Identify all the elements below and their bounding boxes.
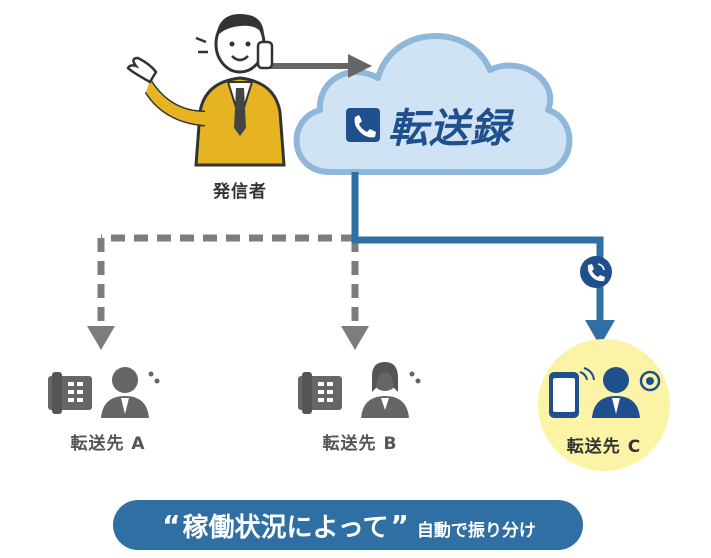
person-icon-c [592, 367, 640, 418]
phone-square-icon [346, 108, 380, 142]
brand-icon-space [344, 107, 380, 143]
desk-phone-icon-a [48, 372, 92, 414]
destination-c-label: 転送先 C [566, 437, 642, 457]
available-status-icon [639, 370, 661, 392]
route-active-line [351, 172, 604, 322]
brand-logo: 転送録 [344, 100, 511, 152]
banner-main-text: 稼働状況によって [182, 512, 389, 543]
route-inactive-lines [97, 234, 359, 328]
person-icon-b [361, 362, 421, 418]
quote-open: “ [162, 508, 181, 542]
destination-a-label: 転送先 A [70, 434, 146, 454]
arrow-to-c [585, 320, 615, 346]
person-icon-a [101, 367, 160, 418]
banner-sub-text: 自動で振り分け [416, 520, 536, 541]
brand-name: 転送録 [388, 106, 511, 152]
desk-phone-icon-b [298, 372, 342, 414]
arrow-to-b [341, 326, 369, 350]
auto-routing-banner: “ 稼働状況によって ” 自動で振り分け [113, 500, 583, 550]
smartphone-icon-c [549, 367, 595, 418]
caller-label: 発信者 [213, 182, 267, 202]
quote-close: ” [390, 508, 409, 542]
arrow-to-a [87, 326, 115, 350]
ringing-phone-icon [580, 256, 612, 288]
businessman-on-phone-icon [126, 14, 286, 167]
caller-to-cloud-arrow [268, 54, 372, 78]
destination-b-label: 転送先 B [322, 434, 398, 454]
